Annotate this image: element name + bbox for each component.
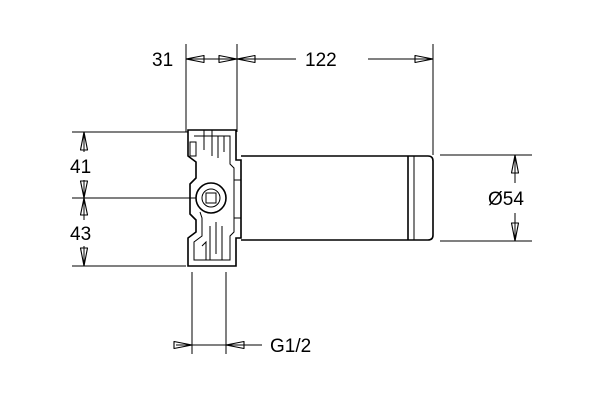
label-thread-g12: G1/2 (270, 336, 311, 357)
dimension-thread-line (173, 340, 262, 350)
dimension-41-line (79, 131, 89, 199)
dimension-diameter-line (510, 154, 520, 242)
dimension-43-line (79, 197, 89, 267)
label-diameter-54: Ø54 (488, 189, 524, 210)
label-height-43: 43 (70, 224, 91, 245)
label-length-122: 122 (305, 50, 337, 71)
valve-housing (187, 129, 242, 267)
label-width-31: 31 (152, 50, 173, 71)
label-height-41: 41 (70, 157, 91, 178)
dimension-122-line (236, 54, 434, 64)
port-circle (195, 182, 227, 214)
extension-tube (241, 155, 434, 241)
extension-lines (72, 44, 532, 354)
dimension-31-line (185, 54, 238, 64)
